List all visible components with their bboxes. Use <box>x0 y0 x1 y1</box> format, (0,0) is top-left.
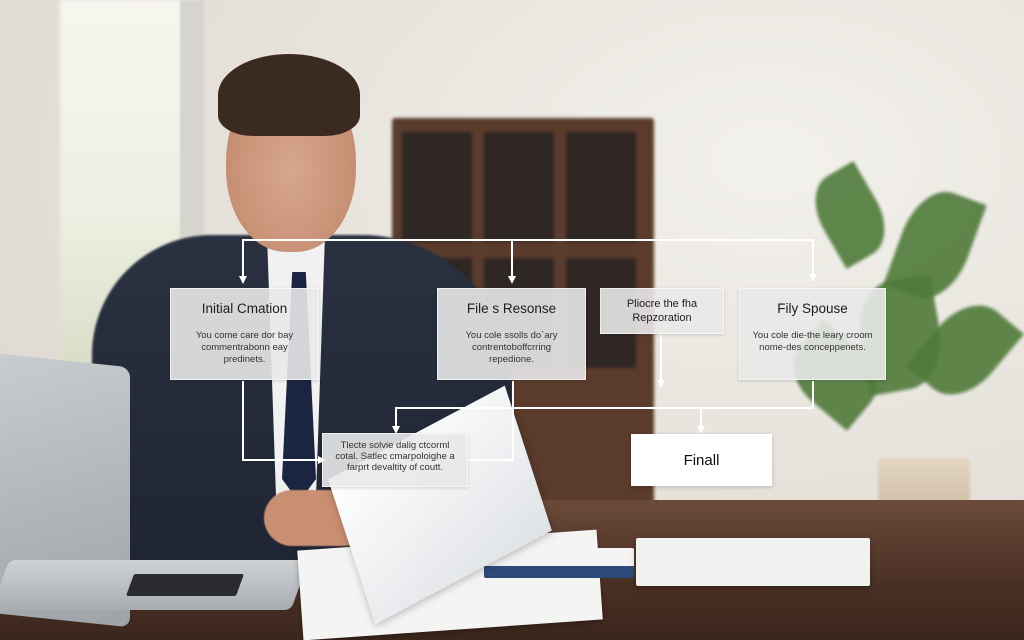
connector-files-to-tlecte <box>468 381 514 461</box>
node-initial: Initial Cmation You come care dor bay co… <box>170 288 319 380</box>
node-pliocre: Pliocre the fha Repzoration <box>600 288 724 334</box>
paper-stack <box>636 538 870 586</box>
node-final: Finall <box>631 434 772 486</box>
connector-top-bar <box>242 239 817 282</box>
node-initial-body: You come care dor bay commentrabonn eay … <box>195 330 294 365</box>
connector-fily-loop <box>392 381 814 434</box>
node-initial-title: Initial Cmation <box>201 301 288 316</box>
node-fily: Fily Spouse You cole die-the leary croom… <box>739 288 886 380</box>
person-hair <box>218 54 360 136</box>
node-tlecte: Tlecte solvie dalig ctcorml cotal. Satle… <box>322 433 468 487</box>
node-files-body: You cole ssolls do`ary contrentoboffcrri… <box>465 330 558 365</box>
node-files: File s Resonse You cole ssolls do`ary co… <box>437 288 586 380</box>
connector-initial-to-tlecte <box>242 381 326 464</box>
node-pliocre-title: Pliocre the fha Repzoration <box>626 298 698 324</box>
node-files-title: File s Resonse <box>466 301 557 316</box>
node-tlecte-body: Tlecte solvie dalig ctcorml cotal. Satle… <box>335 440 455 473</box>
node-fily-body: You cole die-the leary croom nome-des co… <box>752 330 873 353</box>
node-fily-title: Fily Spouse <box>777 301 848 316</box>
node-final-title: Finall <box>683 451 720 469</box>
